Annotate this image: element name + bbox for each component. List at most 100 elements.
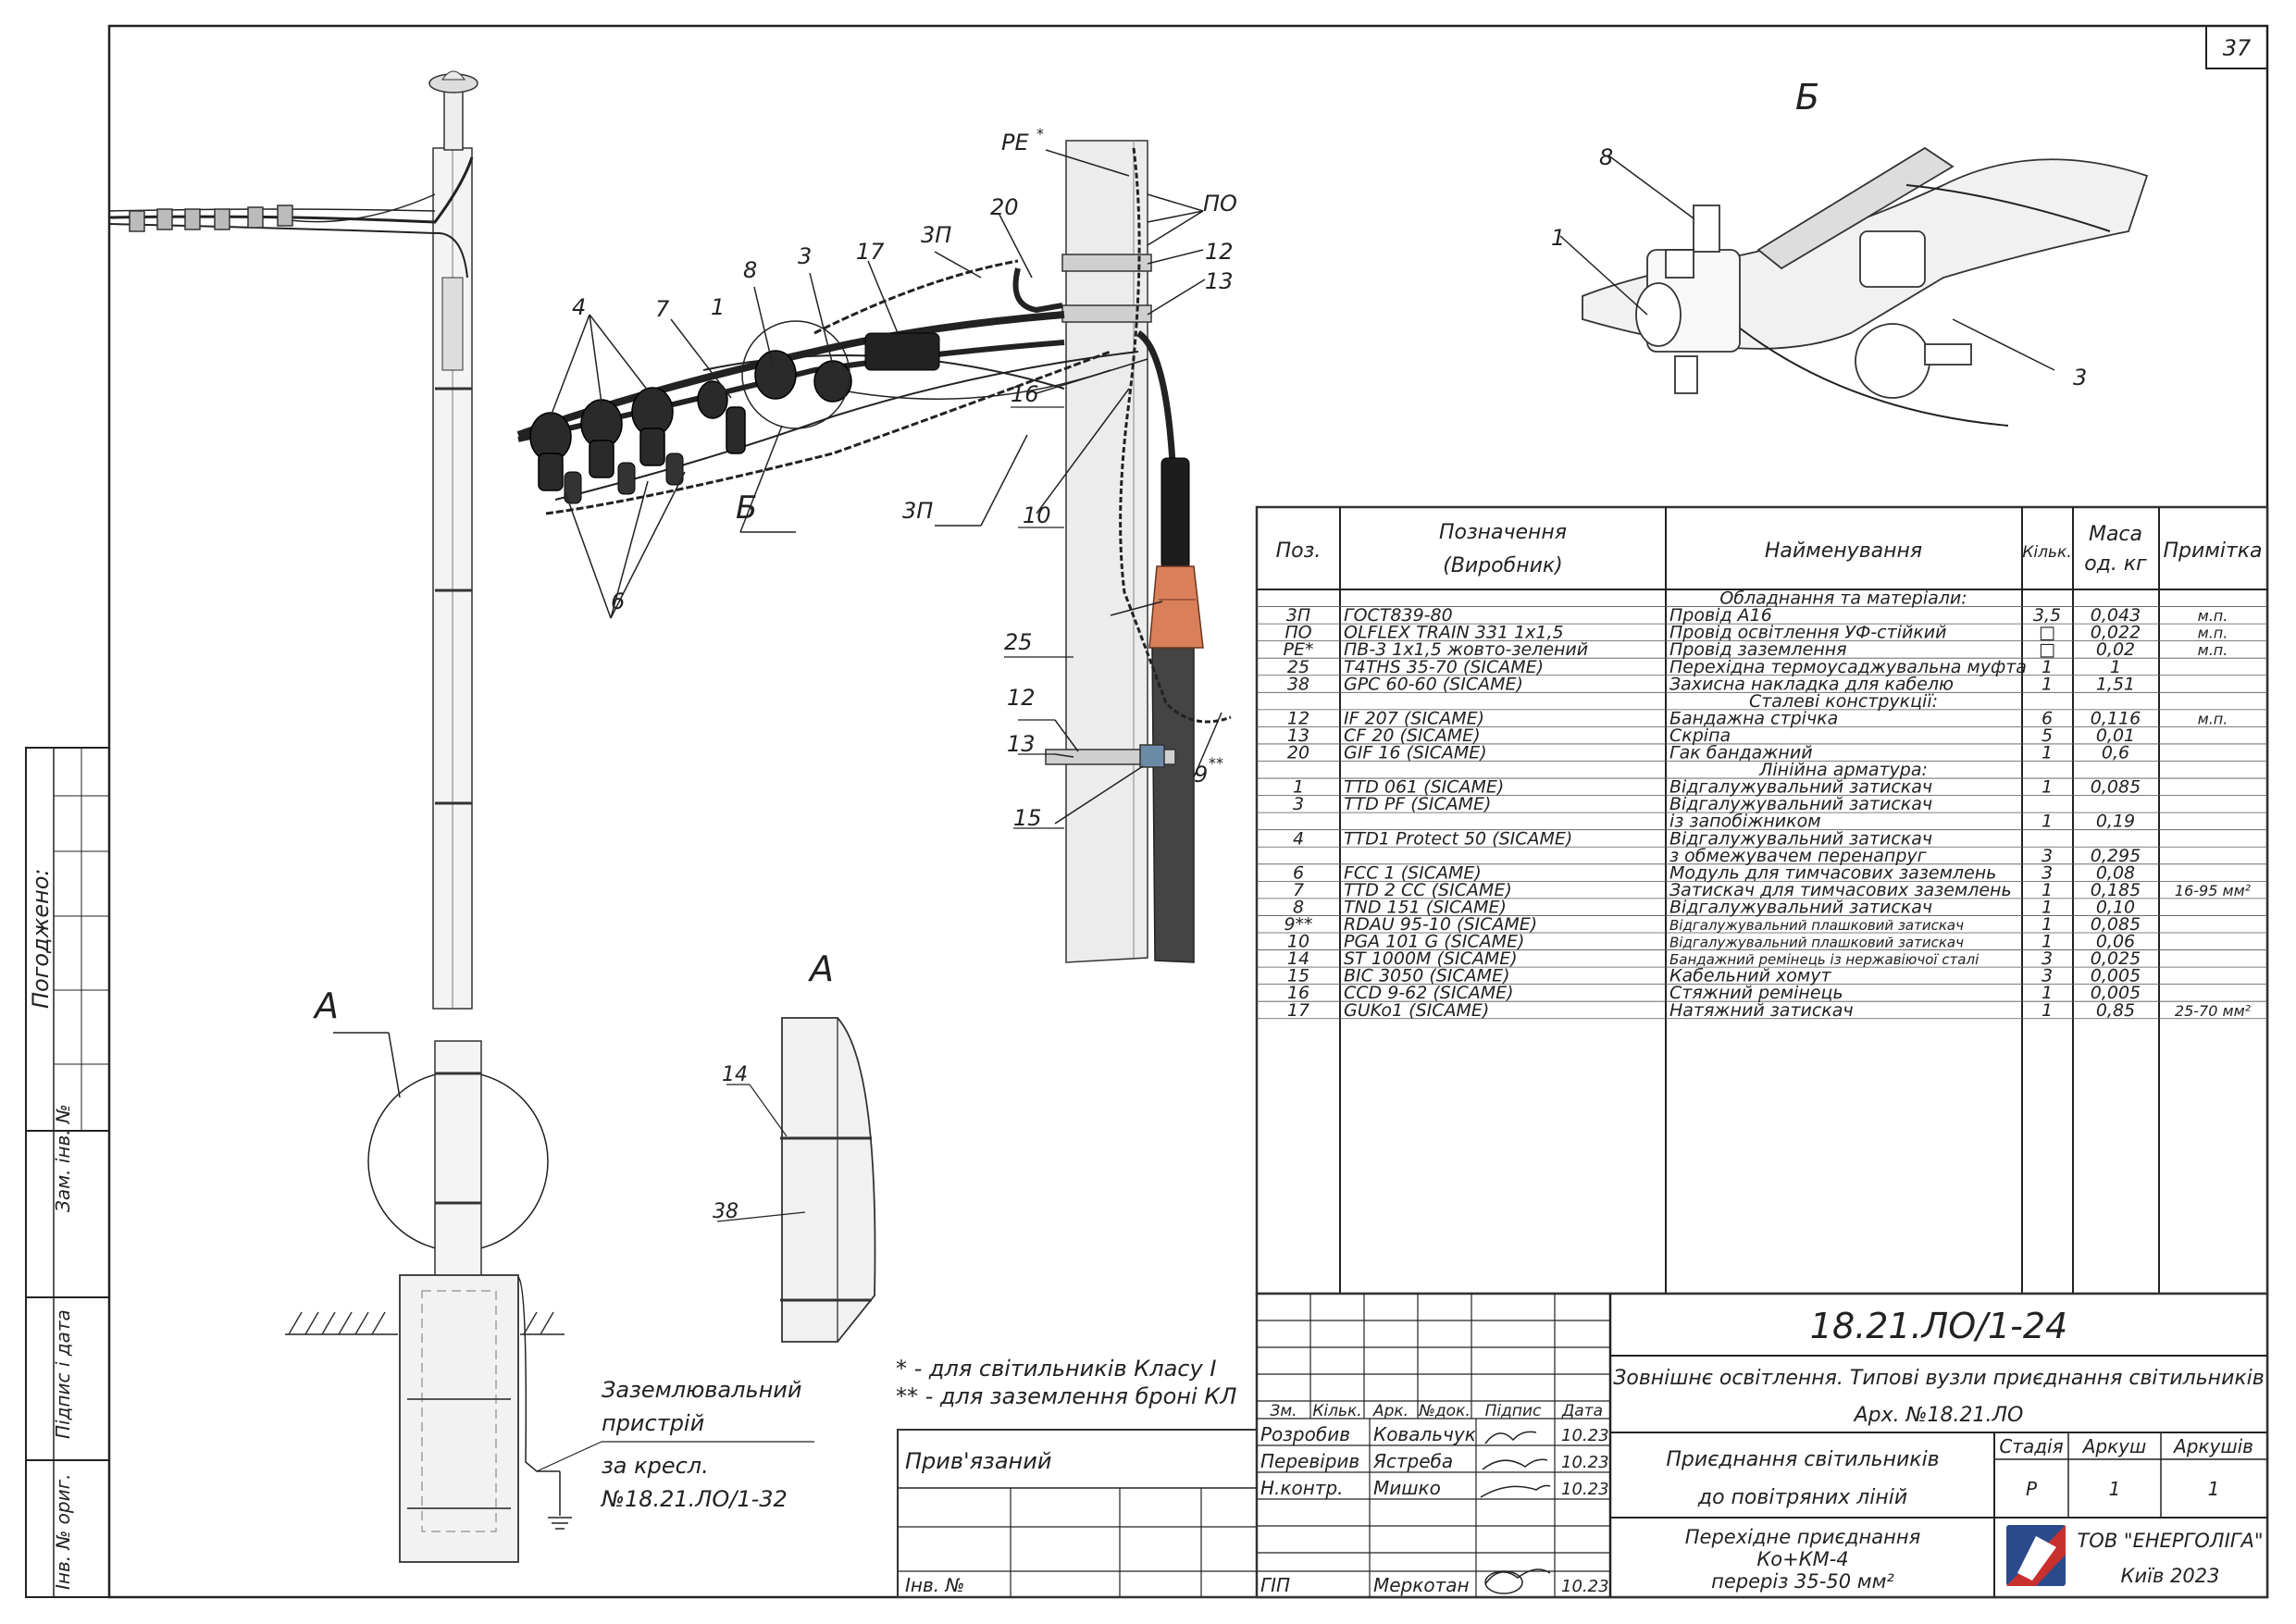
table-cell-name: Відгалужувальний плашковий затискач bbox=[1669, 935, 1964, 951]
table-cell-code: T4THS 35-70 (SICAME) bbox=[1344, 657, 1544, 677]
archive-number: Арх. №18.21.ЛО bbox=[1853, 1404, 2024, 1427]
table-cell-pos: 1 bbox=[1293, 777, 1304, 798]
svg-text:Р: Р bbox=[2026, 1478, 2038, 1500]
table-cell-name: Відгалужувальний затискач bbox=[1669, 777, 1932, 798]
svg-text:Н.контр.: Н.контр. bbox=[1260, 1477, 1344, 1499]
svg-text:Ковальчук: Ковальчук bbox=[1373, 1423, 1476, 1445]
drawing-name-line2: Ко+КМ-4 bbox=[1756, 1548, 1848, 1570]
table-cell-qty: 1 bbox=[2042, 674, 2053, 694]
table-cell-name: Гак бандажний bbox=[1669, 743, 1813, 763]
table-cell-note: 16-95 мм² bbox=[2175, 882, 2252, 899]
svg-text:8: 8 bbox=[743, 257, 757, 283]
table-cell-pos: 15 bbox=[1287, 966, 1309, 986]
table-cell-pos: 25 bbox=[1287, 657, 1309, 677]
table-cell-code: FCC 1 (SICAME) bbox=[1344, 862, 1482, 883]
svg-text:Арк.: Арк. bbox=[1372, 1402, 1409, 1420]
attached-label: Прив'язаний bbox=[905, 1448, 1051, 1474]
table-cell-pos: PE* bbox=[1284, 639, 1314, 660]
svg-text:Кільк.: Кільк. bbox=[1312, 1402, 1361, 1420]
company-name: ТОВ "ЕНЕРГОЛІГА" bbox=[2077, 1530, 2263, 1552]
detail-b-title: Б bbox=[1795, 77, 1819, 118]
svg-text:3П: 3П bbox=[921, 222, 951, 248]
table-cell-name: Відгалужувальний затискач bbox=[1669, 897, 1932, 917]
table-cell-pos: 12 bbox=[1287, 708, 1309, 728]
svg-text:3: 3 bbox=[798, 243, 812, 269]
svg-text:Аркуш: Аркуш bbox=[2081, 1435, 2147, 1457]
svg-text:Ястреба: Ястреба bbox=[1372, 1450, 1453, 1472]
svg-text:за кресл.: за кресл. bbox=[602, 1453, 709, 1479]
table-cell-code: ГОСТ839-80 bbox=[1344, 605, 1453, 626]
table-cell-code: PGA 101 G (SICAME) bbox=[1344, 932, 1524, 952]
table-cell-code: CCD 9-62 (SICAME) bbox=[1344, 983, 1514, 1003]
table-cell-code: TTD PF (SICAME) bbox=[1344, 794, 1491, 814]
table-cell-qty: 1 bbox=[2042, 983, 2053, 1003]
signature-scribbles bbox=[1480, 1431, 1551, 1594]
table-cell-code: IF 207 (SICAME) bbox=[1344, 708, 1484, 728]
svg-text:20: 20 bbox=[990, 194, 1019, 220]
svg-text:Примітка: Примітка bbox=[2163, 539, 2262, 563]
table-cell-name: Провід А16 bbox=[1669, 605, 1772, 626]
table-cell-name: Відгалужувальний затискач bbox=[1669, 794, 1932, 814]
table-cell-qty: □ bbox=[2039, 639, 2055, 660]
svg-text:10.23: 10.23 bbox=[1561, 1426, 1609, 1445]
svg-text:*: * bbox=[1036, 125, 1044, 143]
table-cell-pos: 14 bbox=[1287, 948, 1309, 969]
page-number-box bbox=[2205, 25, 2268, 69]
table-cell-pos: 9** bbox=[1284, 914, 1312, 935]
table-cell-note: 25-70 мм² bbox=[2175, 1002, 2252, 1020]
table-cell-name: Натяжний затискач bbox=[1669, 1000, 1854, 1021]
svg-text:1: 1 bbox=[2208, 1478, 2220, 1500]
sheet-title-line2: до повітряних ліній bbox=[1697, 1486, 1907, 1509]
table-cell-mass: 0,85 bbox=[2096, 1000, 2135, 1021]
table-cell-qty: 1 bbox=[2042, 743, 2053, 763]
svg-text:16: 16 bbox=[1011, 381, 1039, 407]
table-cell-pos: 16 bbox=[1287, 983, 1309, 1003]
table-cell-name: Сталеві конструкції: bbox=[1749, 691, 1938, 712]
spec-table: Поз. Позначення (Виробник) Найменування … bbox=[1255, 505, 2269, 1295]
svg-text:17: 17 bbox=[856, 239, 885, 265]
table-cell-mass: 0,02 bbox=[2096, 639, 2135, 660]
svg-text:№18.21.ЛО/1-32: №18.21.ЛО/1-32 bbox=[600, 1486, 788, 1512]
table-cell-qty: 3 bbox=[2042, 846, 2053, 866]
main-leaders bbox=[550, 149, 1222, 824]
table-cell-pos: ПО bbox=[1285, 623, 1311, 643]
svg-text:3П: 3П bbox=[902, 498, 933, 524]
table-cell-mass: 0,06 bbox=[2096, 932, 2135, 952]
svg-text:3: 3 bbox=[2073, 365, 2087, 391]
svg-text:4: 4 bbox=[572, 294, 586, 320]
table-cell-qty: 1 bbox=[2042, 932, 2053, 952]
table-cell-pos: 3 bbox=[1293, 794, 1304, 814]
table-cell-note: м.п. bbox=[2198, 641, 2228, 659]
svg-text:PE: PE bbox=[1001, 130, 1029, 155]
pole-callout-a: А bbox=[312, 986, 339, 1026]
table-cell-code: RDAU 95-10 (SICAME) bbox=[1344, 914, 1537, 935]
table-cell-code: OLFLEX TRAIN 331 1x1,5 bbox=[1344, 623, 1564, 643]
svg-text:од. кг: од. кг bbox=[2084, 552, 2147, 576]
table-cell-name: Лінійна арматура: bbox=[1758, 760, 1928, 780]
stamp-agreed: Погоджено: bbox=[28, 869, 54, 1009]
svg-text:Аркушів: Аркушів bbox=[2172, 1435, 2253, 1457]
table-cell-name: Провід заземлення bbox=[1669, 639, 1847, 660]
stamp-orig-inv: Інв. № ориг. bbox=[52, 1474, 74, 1590]
svg-text:Підпис: Підпис bbox=[1485, 1402, 1542, 1420]
table-cell-qty: 3,5 bbox=[2033, 605, 2061, 626]
doc-number: 18.21.ЛО/1-24 bbox=[1810, 1306, 2067, 1346]
svg-text:Перевірив: Перевірив bbox=[1260, 1450, 1359, 1472]
svg-text:8: 8 bbox=[1599, 144, 1613, 170]
svg-text:13: 13 bbox=[1007, 731, 1036, 757]
table-cell-mass: 0,19 bbox=[2096, 812, 2135, 832]
table-cell-qty: □ bbox=[2039, 623, 2055, 643]
svg-text:**: ** bbox=[1209, 754, 1223, 772]
detail-b: Б 8 1 3 bbox=[1551, 77, 2149, 427]
main-callout-labels: PE * ПО 20 3П 17 3 8 1 4 7 12 13 16 10 3… bbox=[572, 125, 1237, 831]
table-cell-code: ПВ-3 1x1,5 жовто-зелений bbox=[1344, 639, 1588, 660]
svg-text:12: 12 bbox=[1205, 239, 1234, 265]
svg-text:1: 1 bbox=[1551, 225, 1565, 251]
table-cell-mass: 1 bbox=[2110, 657, 2121, 677]
svg-text:Заземлювальний: Заземлювальний bbox=[602, 1377, 802, 1403]
table-cell-name: Затискач для тимчасових заземлень bbox=[1669, 880, 2012, 900]
svg-text:Кільк.: Кільк. bbox=[2022, 543, 2071, 562]
table-cell-name: Кабельний хомут bbox=[1669, 966, 1831, 986]
svg-text:10.23: 10.23 bbox=[1561, 1453, 1609, 1472]
